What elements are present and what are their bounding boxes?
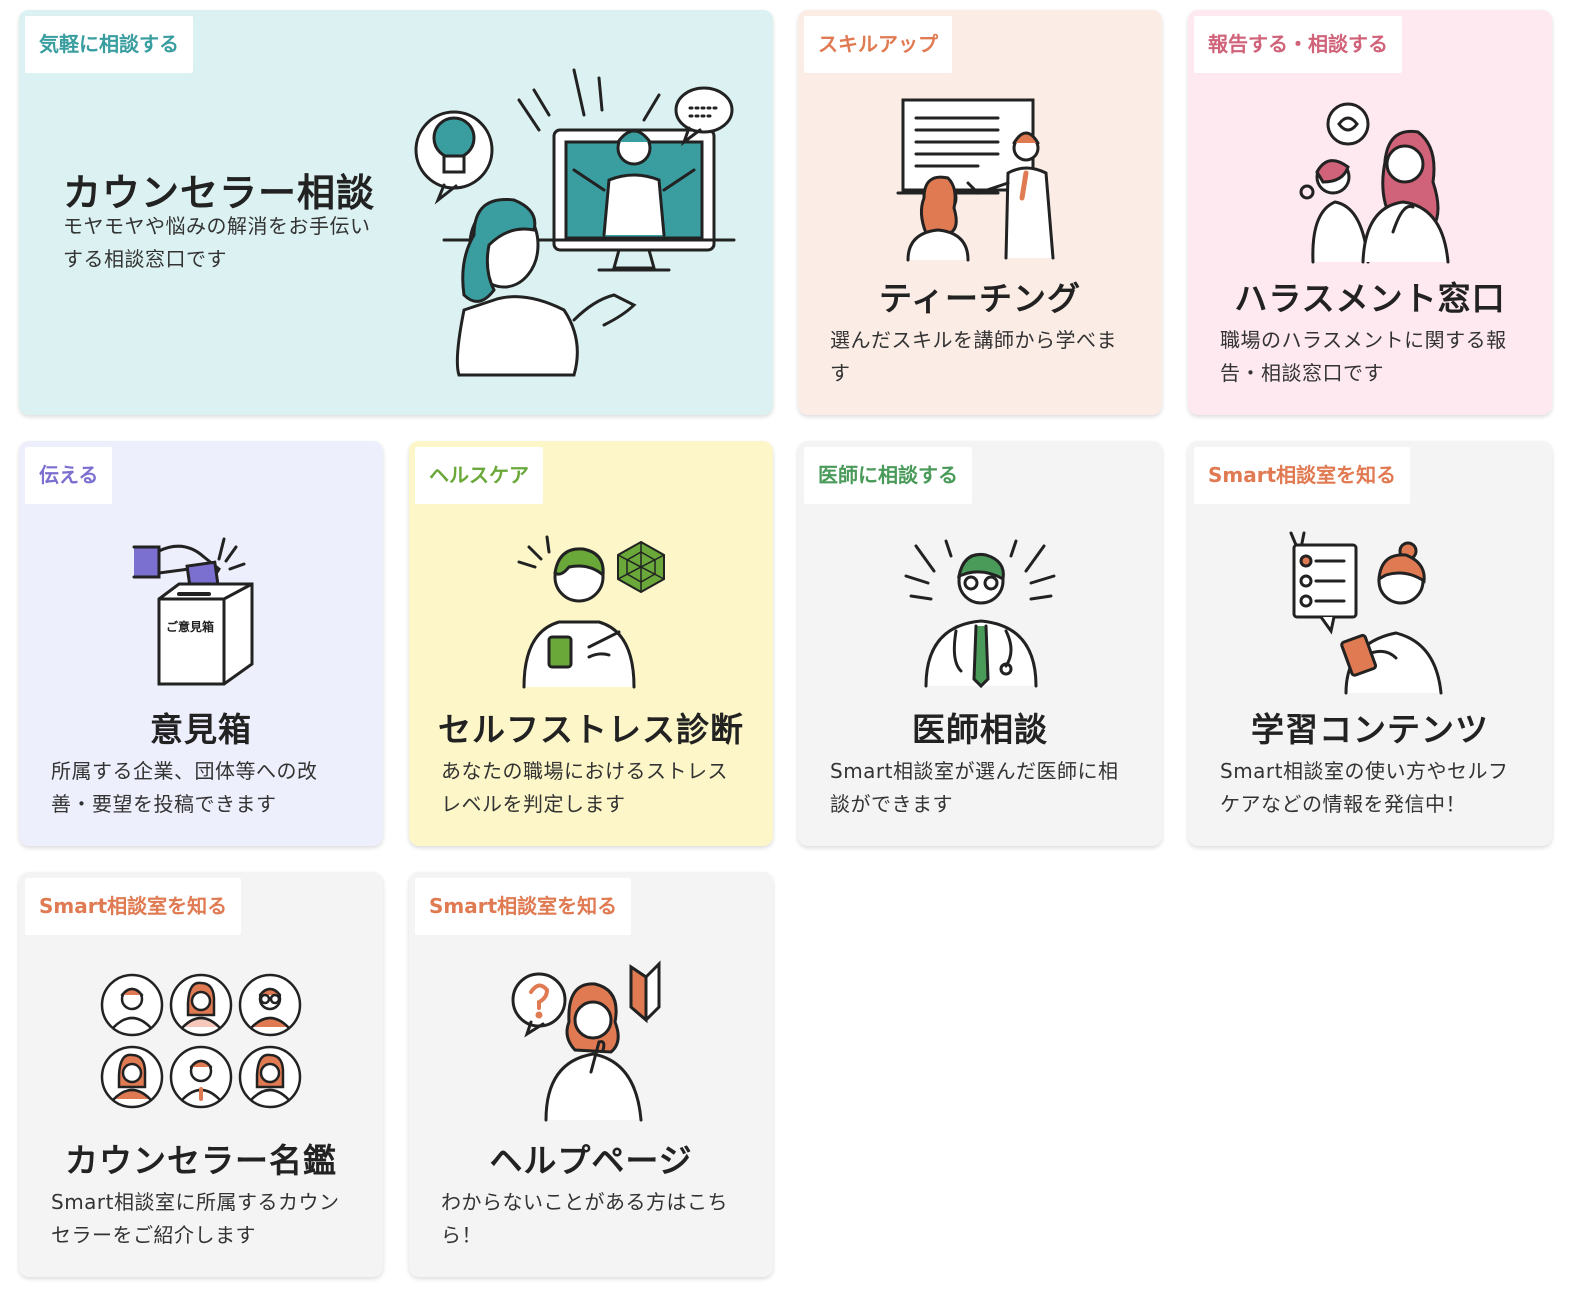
card-title: ヘルプページ	[489, 1141, 693, 1180]
harassment-illustration	[1299, 102, 1450, 264]
card-stress-check[interactable]: ヘルスケア セルフストレス診断 あなたの職場におけるストレスレベルを判定します	[409, 441, 773, 846]
card-description: 所属する企業、団体等への改善・要望を投稿できます	[51, 759, 318, 816]
card-description: わからないことがある方はこちら！	[441, 1190, 728, 1247]
card-tag: 報告する・相談する	[1194, 16, 1402, 73]
card-title: 医師相談	[912, 710, 1048, 749]
card-title: カウンセラー名鑑	[65, 1141, 337, 1180]
card-description: Smart相談室の使い方やセルフケアなどの情報を発信中！	[1220, 759, 1509, 816]
counselor-illustration	[414, 68, 736, 377]
counselor-directory-illustration	[100, 973, 302, 1109]
card-tag: Smart相談室を知る	[1194, 447, 1411, 504]
card-doctor[interactable]: 医師に相談する 医師相談 Smart相談室が選んだ医師に相談ができます	[798, 441, 1162, 846]
box-label: ご意見箱	[166, 619, 214, 634]
stress-check-illustration	[517, 535, 665, 689]
card-description: 選んだスキルを講師から学べます	[830, 328, 1117, 385]
card-learning[interactable]: Smart相談室を知る 学習コンテンツ Smart相談室の使い方やセルフケアなど…	[1188, 441, 1552, 846]
card-tag: ヘルスケア	[415, 447, 543, 504]
card-counselor-directory[interactable]: Smart相談室を知る カウンセラー名鑑 Smart相談室に所属するカウンセラー…	[19, 872, 383, 1277]
doctor-illustration	[904, 539, 1056, 689]
card-help[interactable]: Smart相談室を知る ヘルプページ わからないことがある方はこちら！	[409, 872, 773, 1277]
opinion-box-illustration: ご意見箱	[132, 537, 254, 686]
card-tag: スキルアップ	[804, 16, 952, 73]
card-description: モヤモヤや悩みの解消をお手伝いする相談窓口です	[63, 214, 371, 271]
card-title: 意見箱	[150, 710, 252, 749]
card-title: セルフストレス診断	[438, 710, 744, 749]
card-opinion-box[interactable]: 伝える ご意見箱 意見箱 所属する企業、団体等への改善・要望を投稿できます	[19, 441, 383, 846]
card-description: Smart相談室が選んだ医師に相談ができます	[830, 759, 1119, 816]
card-tag: Smart相談室を知る	[415, 878, 632, 935]
card-tag: 伝える	[25, 447, 113, 504]
card-title: ハラスメント窓口	[1234, 279, 1506, 318]
learning-illustration	[1289, 531, 1443, 695]
card-tag: 医師に相談する	[804, 447, 972, 504]
card-teaching[interactable]: スキルアップ ティーチング 選んだスキルを講師から学べます	[798, 10, 1162, 415]
card-tag: Smart相談室を知る	[25, 878, 242, 935]
card-title: 学習コンテンツ	[1251, 710, 1489, 749]
card-harassment[interactable]: 報告する・相談する ハラスメント窓口 職場のハラスメントに関する報告・相談窓口で…	[1188, 10, 1552, 415]
teaching-illustration	[896, 98, 1055, 262]
card-description: Smart相談室に所属するカウンセラーをご紹介します	[51, 1190, 340, 1247]
card-description: あなたの職場におけるストレスレベルを判定します	[441, 759, 728, 816]
card-tag: 気軽に相談する	[25, 16, 193, 73]
help-illustration	[511, 960, 661, 1122]
card-description: 職場のハラスメントに関する報告・相談窓口です	[1220, 328, 1507, 385]
card-title: カウンセラー相談	[63, 171, 376, 215]
card-title: ティーチング	[878, 279, 1082, 318]
card-counselor[interactable]: 気軽に相談する カウンセラー相談 モヤモヤや悩みの解消をお手伝いする相談窓口です	[19, 10, 773, 415]
